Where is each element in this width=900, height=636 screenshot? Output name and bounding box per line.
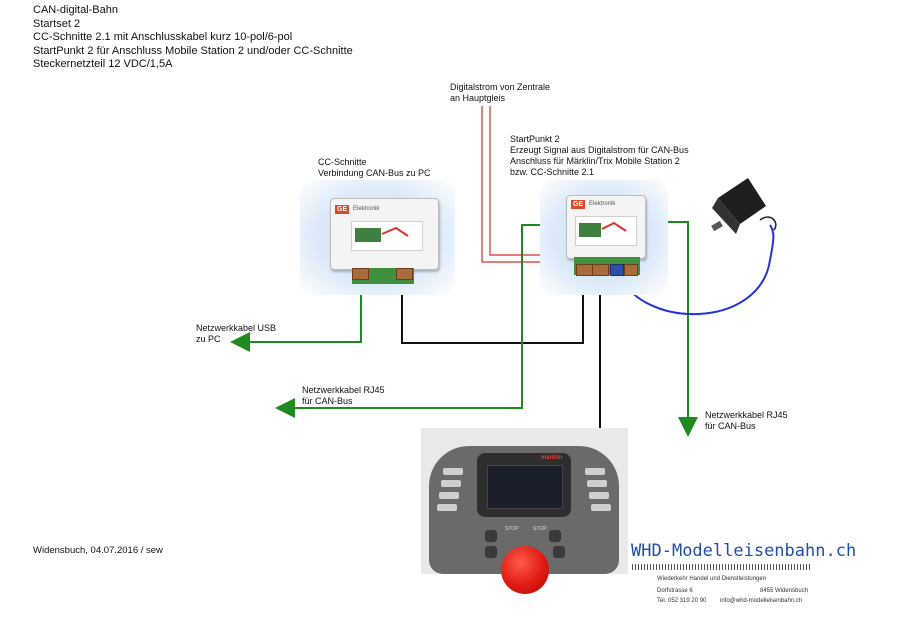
startpunkt-label-line-4: bzw. CC-Schnitte 2.1 bbox=[510, 167, 595, 177]
date-signature: Widensbuch, 04.07.2016 / sew bbox=[33, 545, 163, 556]
usb-label-line-1: Netzwerkkabel USB bbox=[196, 323, 277, 333]
mobile-station-2: märklin STOP STOP bbox=[421, 428, 628, 594]
ms2-speed-knob[interactable] bbox=[501, 546, 549, 594]
header-text: CAN-digital-Bahn Startset 2 CC-Schnitte … bbox=[33, 4, 353, 72]
header-line-5: Steckernetzteil 12 VDC/1,5A bbox=[33, 58, 173, 70]
contact-line-3-right: info@whd-modelleisenbahn.ch bbox=[720, 598, 803, 604]
startpunkt-label: StartPunkt 2 Erzeugt Signal aus Digitals… bbox=[510, 134, 689, 178]
ms2-right-key-3[interactable] bbox=[589, 492, 609, 499]
ms2-body: märklin STOP STOP bbox=[429, 446, 619, 594]
contact-line-1: Wiederkehr Handel und Dienstleistungen bbox=[657, 576, 767, 582]
ccschnitte-port-1[interactable] bbox=[352, 268, 369, 280]
header-line-3: CC-Schnitte 2.1 mit Anschlusskabel kurz … bbox=[33, 31, 293, 43]
startpunkt-port-3[interactable] bbox=[624, 264, 638, 276]
ms2-menu-button[interactable] bbox=[549, 530, 561, 542]
startpunkt-port-2[interactable] bbox=[592, 264, 609, 276]
rj45-left-label-line-1: Netzwerkkabel RJ45 bbox=[302, 385, 385, 395]
power-cable-blue bbox=[617, 224, 775, 315]
contact-line-2-right: 8455 Widensbuch bbox=[760, 588, 809, 594]
rj45-right-label-line-2: für CAN-Bus bbox=[705, 421, 756, 431]
ccschnitte-brand-name: Elektronik bbox=[353, 206, 380, 212]
usb-label-line-2: zu PC bbox=[196, 334, 221, 344]
ms2-logo: märklin bbox=[541, 455, 563, 461]
startpunkt-sticker-art bbox=[579, 221, 627, 237]
ms2-stop-left: STOP bbox=[505, 526, 519, 532]
ms2-right-key-2[interactable] bbox=[587, 480, 607, 487]
ms2-back-button[interactable] bbox=[485, 530, 497, 542]
ms2-right-key-4[interactable] bbox=[591, 504, 611, 511]
ms2-left-key-2[interactable] bbox=[441, 480, 461, 487]
header-line-4: StartPunkt 2 für Anschluss Mobile Statio… bbox=[33, 44, 353, 57]
ms2-right-key-1[interactable] bbox=[585, 468, 605, 475]
ms2-stop-right: STOP bbox=[533, 526, 547, 532]
digitalstrom-label-line-2: an Hauptgleis bbox=[450, 93, 506, 103]
ms2-screen bbox=[487, 465, 563, 509]
power-adapter-icon bbox=[711, 178, 766, 234]
can-cable-black bbox=[401, 280, 584, 344]
adapter-wire bbox=[759, 216, 777, 231]
brand-barcode bbox=[632, 564, 812, 570]
usb-cable-green bbox=[230, 285, 362, 352]
startpunkt-brand-badge: GE bbox=[571, 200, 586, 209]
startpunkt-port-1[interactable] bbox=[576, 264, 593, 276]
ccschnitte-module: GE Elektronik bbox=[330, 198, 439, 270]
ccschnitte-sticker-art bbox=[355, 226, 409, 242]
ccschnitte-label: CC-Schnitte Verbindung CAN-Bus zu PC bbox=[318, 157, 431, 179]
digitalstrom-label: Digitalstrom von Zentrale an Hauptgleis bbox=[450, 82, 550, 104]
header-line-2: Startset 2 bbox=[33, 17, 81, 30]
ms2-lower-left-button[interactable] bbox=[485, 546, 497, 558]
digitalstrom-label-line-1: Digitalstrom von Zentrale bbox=[450, 82, 551, 92]
ccschnitte-label-line-2: Verbindung CAN-Bus zu PC bbox=[318, 168, 431, 178]
ms2-lower-right-button[interactable] bbox=[553, 546, 565, 558]
startpunkt-sticker bbox=[575, 216, 637, 246]
rj45-right-label-line-1: Netzwerkkabel RJ45 bbox=[705, 410, 788, 420]
rj45-left-label-line-2: für CAN-Bus bbox=[302, 396, 353, 406]
usb-label: Netzwerkkabel USB zu PC bbox=[196, 323, 276, 345]
rj45-right-label: Netzwerkkabel RJ45 für CAN-Bus bbox=[705, 410, 788, 432]
startpunkt-label-line-3: Anschluss für Märklin/Trix Mobile Statio… bbox=[510, 156, 680, 166]
ccschnitte-port-2[interactable] bbox=[396, 268, 413, 280]
startpunkt-label-line-1: StartPunkt 2 bbox=[510, 134, 560, 144]
brand-title: WHD-Modelleisenbahn.ch bbox=[631, 541, 856, 561]
rj45-left-label: Netzwerkkabel RJ45 für CAN-Bus bbox=[302, 385, 385, 407]
ms2-screen-frame: märklin bbox=[477, 453, 571, 517]
ms2-left-key-4[interactable] bbox=[437, 504, 457, 511]
contact-line-3-left: Tel. 052 319 20 90 bbox=[657, 598, 707, 604]
brand-title-main: WHD- bbox=[631, 541, 672, 561]
header-line-1: CAN-digital-Bahn bbox=[33, 4, 118, 16]
startpunkt-power-port[interactable] bbox=[610, 264, 624, 276]
ccschnitte-label-line-1: CC-Schnitte bbox=[318, 157, 367, 167]
brand-title-rest: Modelleisenbahn.ch bbox=[671, 541, 857, 561]
ccschnitte-brand-badge: GE bbox=[335, 205, 350, 214]
ccschnitte-sticker bbox=[351, 221, 423, 251]
ms2-left-key-1[interactable] bbox=[443, 468, 463, 475]
contact-line-2-left: Dorfstrasse 6 bbox=[657, 588, 693, 594]
startpunkt-module: GE Elektronik bbox=[566, 195, 646, 259]
startpunkt-brand-name: Elektronik bbox=[589, 201, 616, 207]
startpunkt-label-line-2: Erzeugt Signal aus Digitalstrom für CAN-… bbox=[510, 145, 689, 155]
ms2-left-key-3[interactable] bbox=[439, 492, 459, 499]
